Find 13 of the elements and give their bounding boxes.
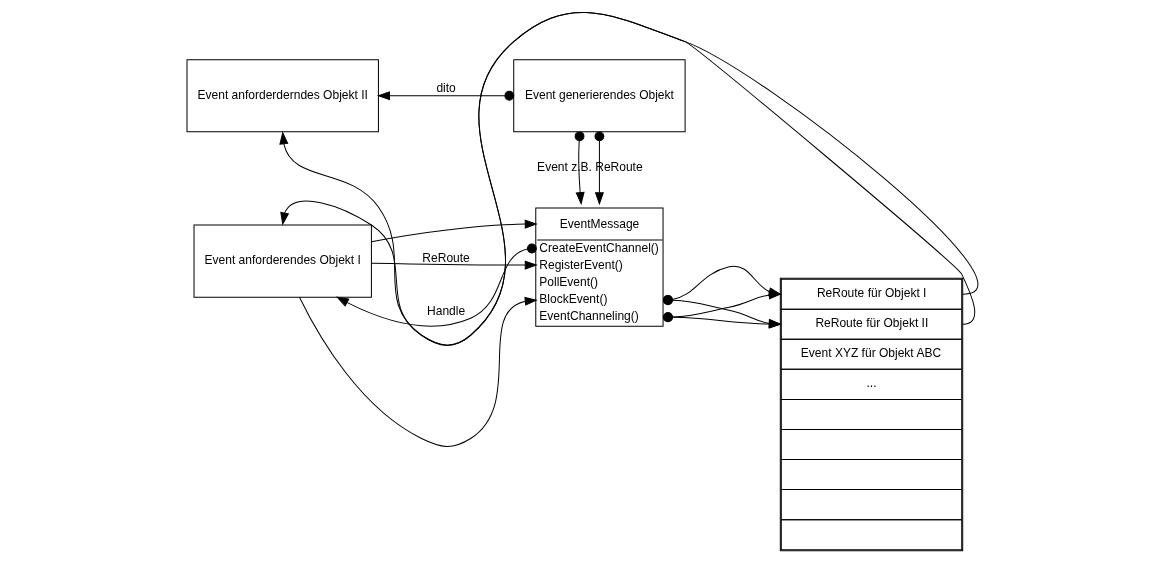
edge-label: ReRoute <box>422 250 470 265</box>
arrow <box>574 131 585 205</box>
arrow <box>336 243 537 327</box>
arrow <box>377 90 515 101</box>
arrow <box>371 219 537 243</box>
edge-label: Handle <box>427 303 466 318</box>
arrow <box>299 296 537 447</box>
arrow <box>594 131 605 205</box>
arrow <box>371 260 537 270</box>
node-box: Event generierendes Objekt <box>513 59 686 133</box>
edge-label: dito <box>436 81 456 96</box>
node-box: Event anforderderndes Objekt II <box>186 59 379 133</box>
node-box: Event anforderendes Objekt I <box>193 224 372 298</box>
